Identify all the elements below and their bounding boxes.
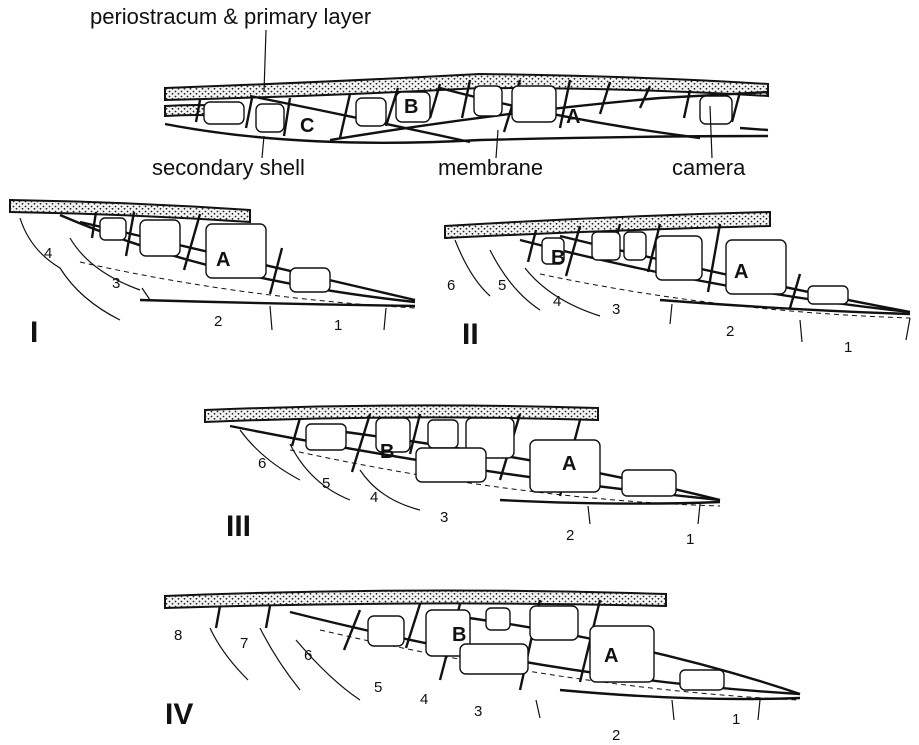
stage-iv-septum-1: 1: [732, 711, 740, 728]
top-chamber-c: C: [300, 115, 314, 137]
stage-iv-septum-7: 7: [240, 635, 248, 652]
stage-ii-septum-1: 1: [844, 339, 852, 356]
stage-iv-septum-4: 4: [420, 691, 428, 708]
stage-ii-chamber-b: B: [551, 247, 565, 269]
top-section: C B A: [165, 30, 768, 158]
stage-iii-label: III: [226, 510, 251, 543]
stage-iii-septum-2: 2: [566, 527, 574, 544]
stage-iii-septum-1: 1: [686, 531, 694, 548]
top-chamber-b: B: [404, 96, 418, 118]
stage-iii-chamber-b: B: [380, 441, 394, 463]
top-chamber-a: A: [566, 106, 580, 128]
stage-iii-septum-6: 6: [258, 455, 266, 472]
stage-i-chamber-a: A: [216, 249, 230, 271]
stage-iii-septum-3: 3: [440, 509, 448, 526]
stage-i-septum-2: 2: [214, 313, 222, 330]
stage-iii-chamber-a: A: [562, 453, 576, 475]
stage-ii-septum-6: 6: [447, 277, 455, 294]
stage-iv-septum-2: 2: [612, 727, 620, 744]
stage-ii-septum-2: 2: [726, 323, 734, 340]
stage-iii-section: B A 6 5 4 3 2 1 III: [205, 405, 720, 548]
stage-i-septum-4: 4: [44, 245, 52, 262]
stage-ii-septum-3: 3: [612, 301, 620, 318]
stage-ii-septum-5: 5: [498, 277, 506, 294]
label-secondary-shell: secondary shell: [152, 155, 305, 180]
stage-i-septum-3: 3: [112, 275, 120, 292]
stage-iv-septum-5: 5: [374, 679, 382, 696]
label-membrane: membrane: [438, 155, 543, 180]
stage-i-section: A 4 3 2 1 I: [10, 200, 415, 349]
stage-iv-septum-8: 8: [174, 627, 182, 644]
stage-i-septum-1: 1: [334, 317, 342, 334]
label-periostracum: periostracum & primary layer: [90, 4, 371, 29]
label-camera: camera: [672, 155, 746, 180]
stage-ii-septum-4: 4: [553, 293, 561, 310]
stage-iii-septum-5: 5: [322, 475, 330, 492]
stage-iv-label: IV: [165, 698, 193, 731]
stage-iv-septum-6: 6: [304, 647, 312, 664]
stage-ii-section: B A 6 5 4 3 2 1 II: [445, 212, 910, 356]
stage-iv-septum-3: 3: [474, 703, 482, 720]
stage-iv-chamber-b: B: [452, 624, 466, 646]
stage-iv-chamber-a: A: [604, 645, 618, 667]
stage-i-label: I: [30, 316, 38, 349]
stage-iv-section: B A 8 7 6 5 4 3 2 1 IV: [165, 590, 800, 744]
stage-ii-chamber-a: A: [734, 261, 748, 283]
stage-iii-septum-4: 4: [370, 489, 378, 506]
stage-ii-label: II: [462, 318, 479, 351]
